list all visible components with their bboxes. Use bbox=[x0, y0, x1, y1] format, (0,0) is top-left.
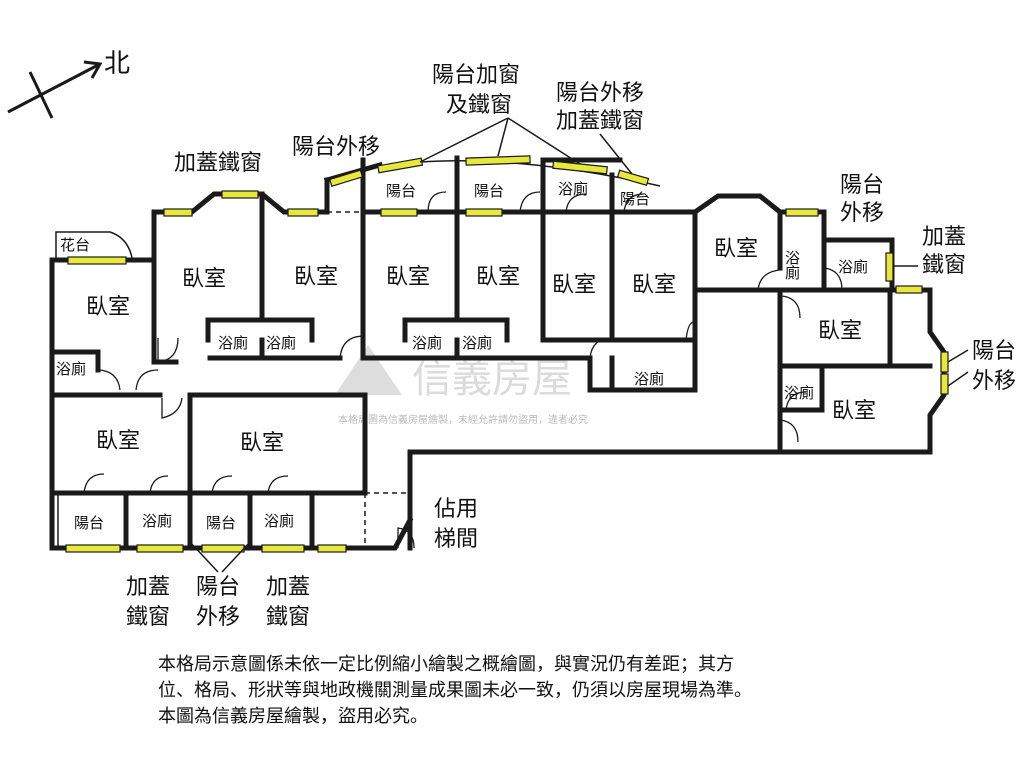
ann-iron-window-bl-2: 鐵窗 bbox=[126, 605, 170, 630]
windows bbox=[65, 155, 949, 553]
bedroom-n3: 臥室 bbox=[386, 265, 430, 290]
bedroom-n6: 臥室 bbox=[632, 273, 676, 298]
north-arrow-icon bbox=[7, 60, 103, 119]
bath-n5: 浴廁 bbox=[634, 370, 664, 388]
ann-balcony-moved-iron-2: 加蓋鐵窗 bbox=[556, 109, 644, 134]
bath-n2: 浴廁 bbox=[266, 334, 296, 352]
ann-balcony-window-2: 及鐵窗 bbox=[446, 93, 512, 118]
ann-balcony-moved-right-2: 外移 bbox=[840, 201, 884, 226]
ann-iron-window-bl-1: 加蓋 bbox=[126, 575, 170, 600]
watermark-brand: 信義房屋 bbox=[412, 356, 572, 402]
bedroom-s1: 臥室 bbox=[96, 429, 140, 454]
bath-n3: 浴廁 bbox=[412, 334, 442, 352]
brand-logo-icon bbox=[335, 345, 402, 395]
ann-iron-window-right-2: 鐵窗 bbox=[922, 253, 966, 278]
doors bbox=[83, 191, 843, 549]
watermark: 信義房屋 本格局圖為信義房屋繪製，未經允許請勿盜用，違者必究 bbox=[335, 345, 588, 426]
bedroom-n4: 臥室 bbox=[476, 265, 520, 290]
disclaimer-line-1: 本格局示意圖係未依一定比例縮小繪製之概繪圖，與實況仍有差距；其方 bbox=[158, 654, 734, 675]
balcony-top-1: 陽台 bbox=[386, 182, 416, 200]
ann-iron-window-br-1: 加蓋 bbox=[266, 575, 310, 600]
disclaimer-line-3: 本圖為信義房屋繪製，盜用必究。 bbox=[158, 706, 428, 727]
bath-west: 浴廁 bbox=[56, 360, 86, 378]
ann-balcony-moved-right-1: 陽台 bbox=[840, 173, 884, 198]
watermark-notice: 本格局圖為信義房屋繪製，未經允許請勿盜用，違者必究 bbox=[338, 413, 588, 426]
dashed-lines bbox=[57, 211, 410, 548]
ann-iron-window-top: 加蓋鐵窗 bbox=[174, 151, 262, 176]
flower-platform-label: 花台 bbox=[60, 236, 90, 254]
balcony-s1: 陽台 bbox=[74, 514, 104, 532]
bedroom-e1: 臥室 bbox=[714, 237, 758, 262]
bath-e1: 浴廁 bbox=[783, 250, 801, 281]
bath-e3: 浴廁 bbox=[784, 384, 814, 402]
bath-top: 浴廁 bbox=[558, 180, 588, 198]
bath-n1: 浴廁 bbox=[218, 334, 248, 352]
ann-balcony-moved-east-2: 外移 bbox=[972, 369, 1016, 394]
ann-balcony-moved-east-1: 陽台 bbox=[972, 339, 1016, 364]
ann-balcony-moved-top: 陽台外移 bbox=[292, 135, 380, 160]
callouts: 加蓋鐵窗 陽台外移 陽台加窗 及鐵窗 陽台外移 加蓋鐵窗 陽台 外移 加蓋 鐵窗… bbox=[126, 63, 1016, 630]
bedroom-n1: 臥室 bbox=[182, 267, 226, 292]
bedroom-e3: 臥室 bbox=[832, 399, 876, 424]
ann-balcony-moved-b-1: 陽台 bbox=[196, 575, 240, 600]
balcony-top-2: 陽台 bbox=[474, 182, 504, 200]
disclaimer-line-2: 位、格局、形狀等與地政機關測量成果圖未必一致，仍須以房屋現場為準。 bbox=[158, 680, 752, 701]
bath-s2: 浴廁 bbox=[264, 512, 294, 530]
bedroom-s2: 臥室 bbox=[240, 431, 284, 456]
bedroom-n5: 臥室 bbox=[552, 273, 596, 298]
balcony-s2: 陽台 bbox=[206, 514, 236, 532]
bedroom-n2: 臥室 bbox=[294, 265, 338, 290]
compass-label: 北 bbox=[104, 49, 130, 79]
flower-platform-outline bbox=[55, 231, 133, 259]
room-labels: 花台 臥室 浴廁 臥室 臥室 浴廁 浴廁 臥室 臥室 浴廁 浴廁 臥室 臥室 浴… bbox=[56, 180, 876, 532]
ann-iron-window-br-2: 鐵窗 bbox=[266, 605, 310, 630]
bath-e2: 浴廁 bbox=[838, 258, 868, 276]
disclaimer: 本格局示意圖係未依一定比例縮小繪製之概繪圖，與實況仍有差距；其方 位、格局、形狀… bbox=[158, 652, 878, 730]
bath-n4: 浴廁 bbox=[462, 334, 492, 352]
ann-iron-window-right-1: 加蓋 bbox=[922, 225, 966, 250]
bath-s1: 浴廁 bbox=[142, 512, 172, 530]
ann-balcony-moved-b-2: 外移 bbox=[196, 605, 240, 630]
ann-stair-2: 梯間 bbox=[434, 527, 478, 552]
bedroom-west: 臥室 bbox=[86, 295, 130, 320]
ann-balcony-moved-iron-1: 陽台外移 bbox=[556, 81, 644, 106]
balcony-top-3: 陽台 bbox=[620, 190, 650, 208]
bedroom-e2: 臥室 bbox=[818, 319, 862, 344]
ann-balcony-window-1: 陽台加窗 bbox=[432, 63, 520, 88]
ann-stair-1: 佔用 bbox=[434, 497, 478, 522]
